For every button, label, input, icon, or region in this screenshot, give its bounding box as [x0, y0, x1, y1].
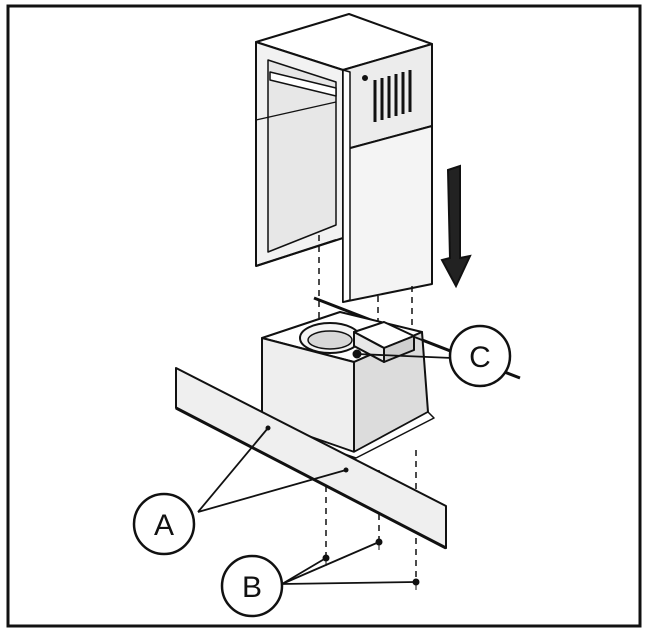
chimney-bracket [269, 71, 337, 97]
callout-b: B [220, 554, 284, 618]
callout-c: C [448, 324, 512, 388]
callout-a: A [132, 492, 196, 556]
callout-b-label: B [242, 571, 262, 604]
leader-lines [197, 335, 453, 585]
chimney-front-lower [342, 125, 433, 303]
down-arrow-icon [440, 164, 472, 289]
chimney-edge [342, 69, 351, 303]
chimney-screw-dot [362, 75, 368, 81]
chimney-inner-wall [267, 59, 337, 253]
chimney-vent-grille [373, 70, 412, 122]
callout-c-label: C [469, 341, 491, 374]
chimney-cover [255, 13, 433, 303]
callout-a-label: A [154, 509, 174, 542]
wall-bracket [175, 367, 447, 550]
